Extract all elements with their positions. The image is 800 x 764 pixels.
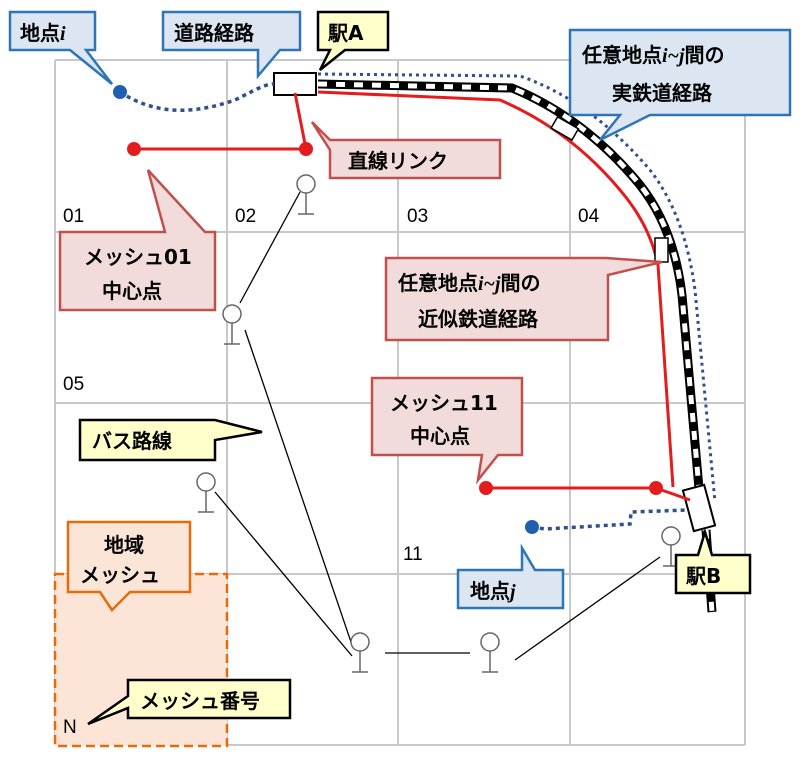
point-j-label: 地点: [470, 579, 510, 603]
callout-mesh11-center: メッシュ11 中心点: [370, 376, 524, 485]
bus-stop-icon: [480, 632, 500, 673]
mesh-number-04: 04: [578, 206, 600, 227]
bus-stop-icon: [350, 632, 370, 673]
mesh-number-02: 02: [235, 206, 256, 227]
point-i-var: i: [60, 23, 66, 45]
actual-rail-route-dotted: [317, 72, 717, 503]
road-route-j: [531, 508, 689, 531]
road-route: [119, 82, 275, 112]
callout-road-route: 道路経路: [161, 10, 302, 80]
svg-text:地点j: 地点j: [470, 579, 516, 603]
station-b-label: 駅B: [685, 564, 721, 588]
callout-straight-link: 直線リンク: [310, 121, 502, 180]
road-route-label: 道路経路: [174, 21, 255, 45]
regional-mesh-highlight: [53, 572, 229, 748]
regional-mesh-line1: 地域: [104, 533, 144, 557]
callout-point-j: 地点j: [456, 543, 565, 610]
point-j-marker: [525, 520, 539, 534]
bus-stop-icon: [196, 472, 216, 513]
mesh-number-01: 01: [63, 206, 84, 227]
svg-text:地点i: 地点i: [20, 21, 66, 45]
mesh11-center-point: [479, 481, 493, 495]
mesh11-center-line2: 中心点: [410, 424, 470, 448]
callout-station-a: 駅A: [316, 10, 390, 71]
callout-point-i: 地点i: [8, 10, 113, 85]
bus-stop-icon: [296, 174, 316, 215]
point-i-marker: [113, 85, 127, 99]
callout-station-b: 駅B: [674, 527, 752, 595]
bus-route-lines: [214, 191, 661, 661]
station-b-icon: [681, 483, 717, 533]
mesh11-center-line1: メッシュ11: [390, 391, 498, 415]
mesh-number-label: メッシュ番号: [140, 689, 260, 713]
straight-link-label: 直線リンク: [348, 149, 448, 173]
mesh01-center-line1: メッシュ01: [84, 245, 192, 269]
callout-regional-mesh: 地域 メッシュ: [66, 520, 192, 612]
mesh02-center-point: [299, 142, 313, 156]
point-i-label: 地点: [20, 21, 60, 45]
regional-mesh-line2: メッシュ: [80, 563, 160, 587]
mesh01-center-point: [127, 142, 141, 156]
callout-mesh01-center: メッシュ01 中心点: [58, 169, 217, 312]
callout-mesh-number: メッシュ番号: [87, 678, 292, 726]
railway-track-inner: [317, 81, 703, 501]
actual-rail-route-line2: 実鉄道経路: [612, 81, 713, 105]
point-j-var: j: [507, 581, 516, 603]
straight-link-a: [293, 92, 308, 150]
mesh12-center-point: [649, 481, 663, 495]
approx-rail-route-line2: 近似鉄道経路: [418, 307, 539, 331]
mesh-number-05: 05: [63, 374, 84, 395]
station-platform: [550, 115, 580, 142]
mesh-number-03: 03: [407, 206, 428, 227]
bus-stop-icon: [222, 304, 242, 345]
bus-route-label: バス路線: [92, 429, 172, 453]
mesh-number-n: N: [63, 717, 77, 738]
mesh01-center-line2: 中心点: [102, 279, 162, 303]
callout-approx-rail-route: 任意地点i~j間の 近似鉄道経路: [384, 256, 663, 342]
approx-rail-route: [317, 90, 675, 488]
callout-actual-rail-route: 任意地点i~j間の 実鉄道経路: [568, 28, 792, 142]
mesh-number-11: 11: [403, 544, 423, 565]
svg-text:任意地点i~j間の: 任意地点i~j間の: [397, 271, 541, 295]
station-a-label: 駅A: [327, 21, 364, 45]
station-platform: [654, 237, 669, 263]
callout-bus-route: バス路線: [78, 418, 263, 462]
station-a-icon: [273, 72, 317, 96]
bus-stop-icon: [661, 526, 681, 567]
svg-text:任意地点i~j間の: 任意地点i~j間の: [581, 43, 725, 67]
